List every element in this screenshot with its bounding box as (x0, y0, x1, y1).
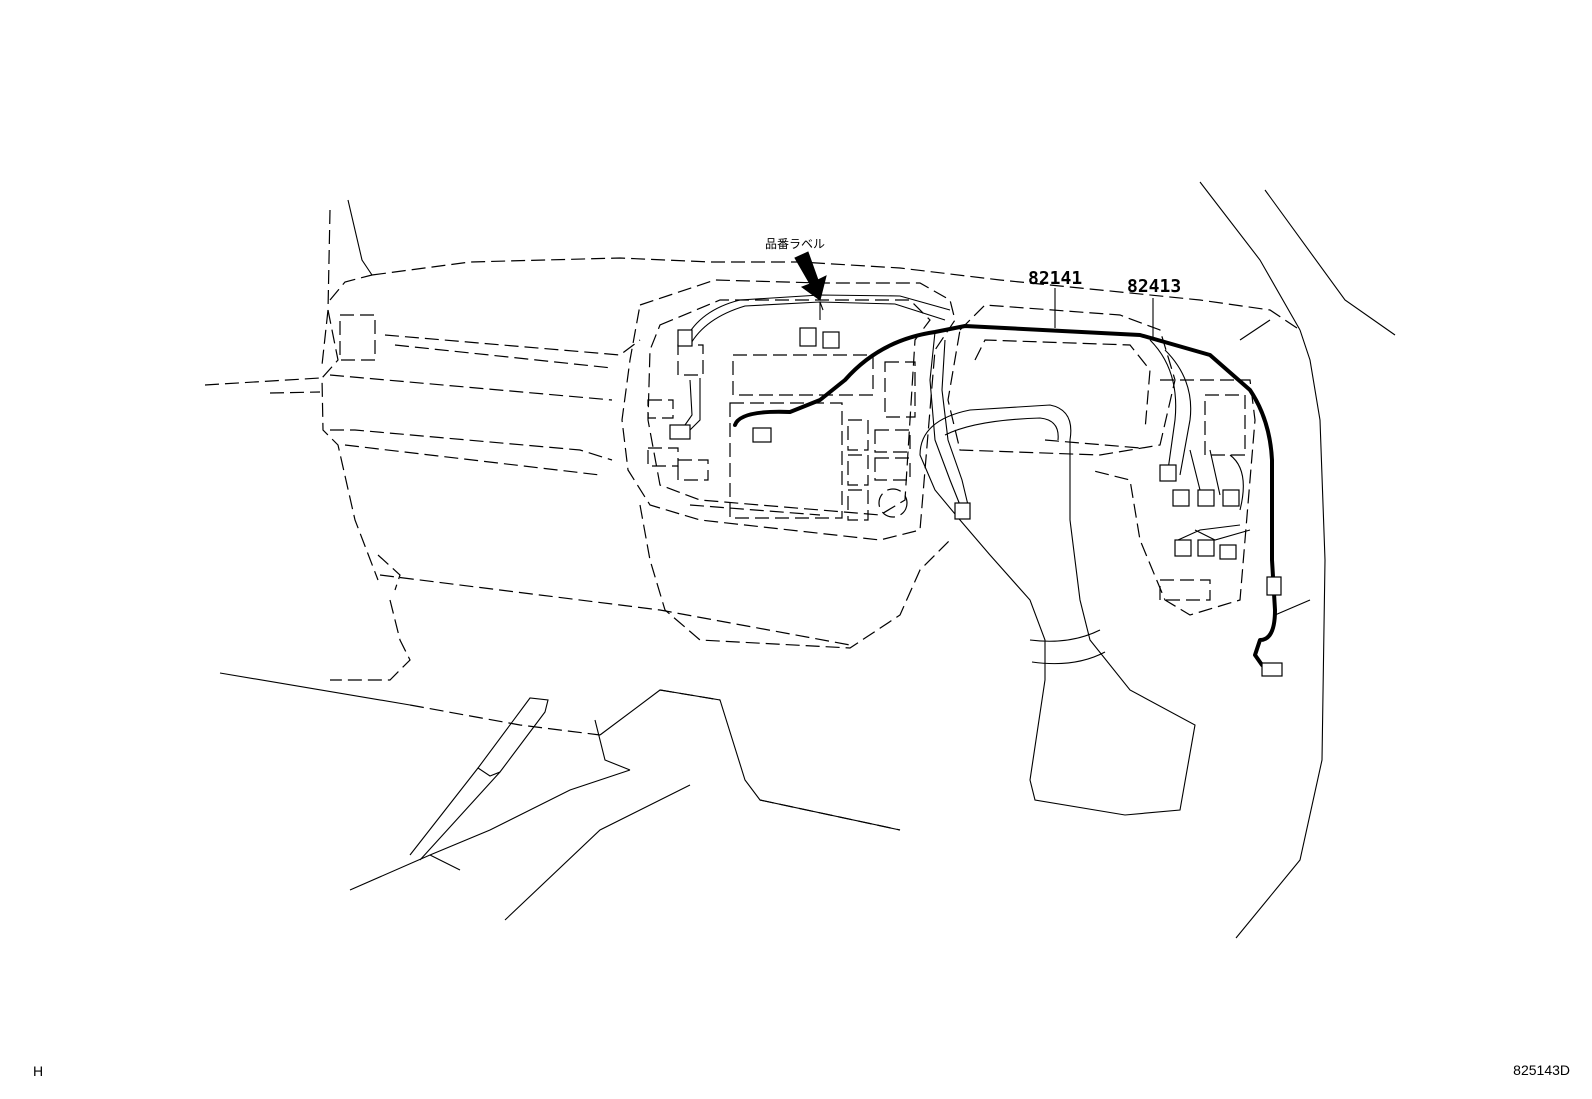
passenger-dash (321, 274, 851, 681)
leader-lines (1054, 288, 1154, 340)
connector (1266, 576, 1282, 596)
floor-tunnel (219, 672, 901, 921)
connector (1261, 662, 1283, 677)
diagram-id: 825143D (1513, 1062, 1570, 1078)
connector (1222, 489, 1240, 507)
connector (677, 329, 693, 347)
center-console (621, 279, 956, 649)
part-number-82413: 82413 (1127, 276, 1181, 297)
thin-wires (684, 294, 1311, 616)
steering-column (919, 404, 1196, 816)
connector (1197, 539, 1215, 557)
connector (669, 424, 691, 440)
connector (799, 327, 817, 347)
connector (1159, 464, 1177, 482)
part-label-jp: 品番ラベル (765, 237, 825, 251)
corner-left-code: H (33, 1063, 44, 1079)
wire-harness (733, 324, 1277, 667)
dashboard-top (204, 257, 1301, 394)
label-arrow-icon (794, 251, 827, 311)
connector (954, 502, 971, 520)
part-number-82141: 82141 (1028, 268, 1082, 289)
connector (752, 427, 772, 443)
connector (822, 331, 840, 349)
left-pillar (321, 199, 373, 366)
connector (1219, 544, 1237, 560)
right-pillar (1199, 181, 1396, 939)
connector (1174, 539, 1192, 557)
connector (1172, 489, 1190, 507)
connectors (669, 327, 1283, 677)
connector (1197, 489, 1215, 507)
instrument-cluster (947, 304, 1256, 616)
